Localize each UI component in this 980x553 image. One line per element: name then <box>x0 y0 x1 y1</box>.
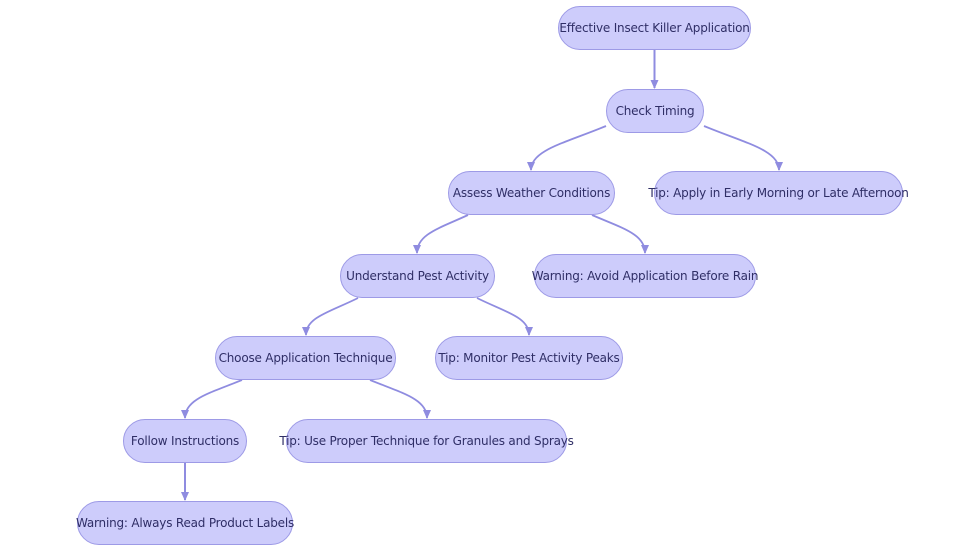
node-label: Check Timing <box>615 104 695 118</box>
node-assess-weather-conditions: Assess Weather Conditions <box>448 171 615 215</box>
node-label: Assess Weather Conditions <box>452 186 611 200</box>
edge-assess-weather-to-understand-pest <box>413 214 469 254</box>
node-check-timing: Check Timing <box>606 89 704 133</box>
edge-choose-technique-to-follow-instructions <box>181 379 243 419</box>
node-label: Follow Instructions <box>130 434 240 448</box>
node-label: Tip: Use Proper Technique for Granules a… <box>279 434 574 448</box>
node-warning-avoid-application-before-rain: Warning: Avoid Application Before Rain <box>531 254 759 298</box>
node-label: Tip: Monitor Pest Activity Peaks <box>438 351 620 365</box>
node-tip-apply-early-morning: Tip: Apply in Early Morning or Late Afte… <box>648 171 909 215</box>
node-label: Understand Pest Activity <box>346 269 489 283</box>
edge-understand-pest-to-tip-monitor <box>476 297 533 336</box>
node-follow-instructions: Follow Instructions <box>123 419 247 463</box>
node-label: Choose Application Technique <box>218 351 393 365</box>
node-warning-always-read-product-labels: Warning: Always Read Product Labels <box>75 501 295 545</box>
edge-assess-weather-to-warning-rain <box>591 214 649 254</box>
node-label: Effective Insect Killer Application <box>559 21 750 35</box>
node-label: Warning: Always Read Product Labels <box>75 516 295 530</box>
node-tip-use-proper-technique: Tip: Use Proper Technique for Granules a… <box>279 419 574 463</box>
node-label: Warning: Avoid Application Before Rain <box>531 269 759 283</box>
node-understand-pest-activity: Understand Pest Activity <box>340 254 495 298</box>
edge-check-timing-to-assess-weather <box>527 125 607 171</box>
node-tip-monitor-pest-activity-peaks: Tip: Monitor Pest Activity Peaks <box>435 336 623 380</box>
edge-understand-pest-to-choose-technique <box>302 297 359 336</box>
node-choose-application-technique: Choose Application Technique <box>215 336 396 380</box>
edge-choose-technique-to-tip-granules <box>369 379 431 419</box>
edge-check-timing-to-tip-early-morning <box>703 125 783 171</box>
node-label: Tip: Apply in Early Morning or Late Afte… <box>648 186 909 200</box>
node-effective-insect-killer-application: Effective Insect Killer Application <box>558 6 751 50</box>
